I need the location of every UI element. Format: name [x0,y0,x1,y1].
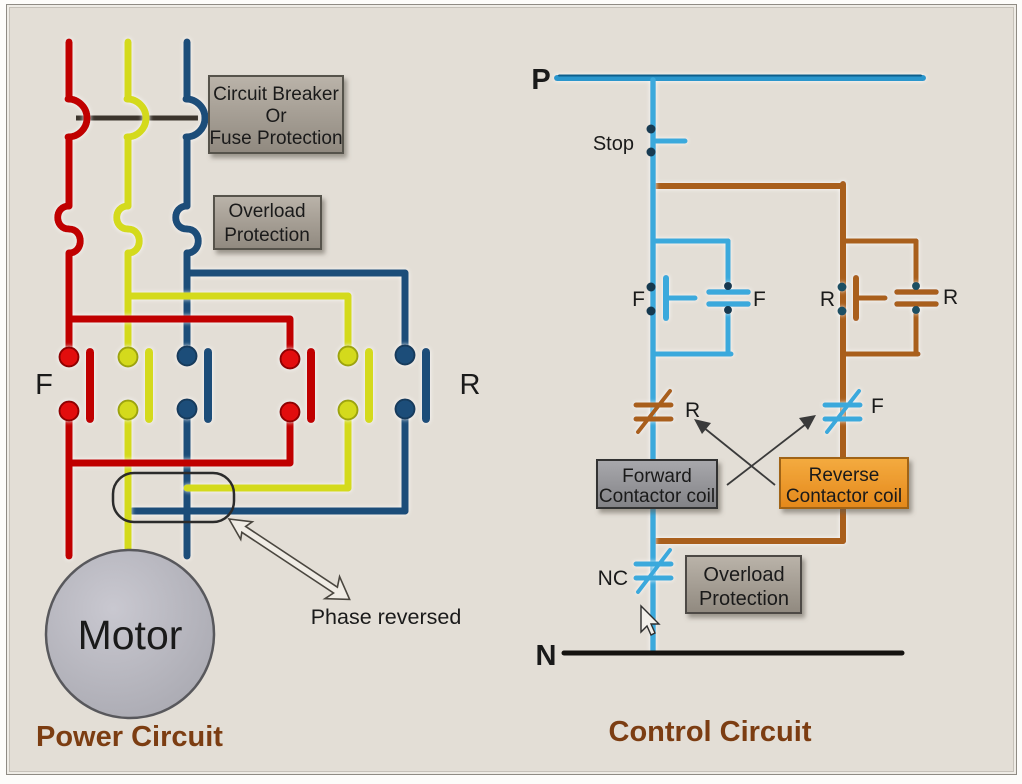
motor-label: Motor [78,612,183,658]
phase-rail-label: P [531,64,550,96]
control-overload-line1: Overload [703,564,784,586]
reverse-start-button [837,275,888,321]
phase-yellow-wires [113,38,352,555]
control-overload-line2: Protection [699,588,789,610]
control-circuit-title: Control Circuit [609,716,812,748]
reverse-coil-box: Reverse Contactor coil [779,457,909,509]
forward-aux-label: F [753,288,766,311]
reverse-interlock-label: R [685,399,700,422]
phase-reversed-highlight-outline [111,471,236,524]
phase-blue-wires [128,38,409,560]
breaker-box-line1: Circuit Breaker [213,84,339,105]
motor-symbol [44,548,216,720]
power-overload-line1: Overload [228,201,305,222]
overload-element-red [54,202,84,257]
arrowhead-right-icon [799,415,816,430]
reverse-coil-line1: Reverse [809,465,880,486]
breaker-info-box: Circuit Breaker Or Fuse Protection [208,75,344,154]
control-overload-info-box: Overload Protection [685,555,802,614]
neutral-rail-label: N [536,640,557,672]
stop-button-label: Stop [593,133,634,155]
reverse-start-label: R [820,288,835,311]
breaker-box-line3: Fuse Protection [209,128,342,149]
phase-reversed-caption: Phase reversed [311,605,462,629]
control-bus-wires [554,74,926,654]
arrowhead-left-icon [694,419,711,434]
forward-aux-contact [706,282,751,314]
power-circuit-title: Power Circuit [36,721,223,753]
power-circuit: F R Phase reversed Motor Circuit Breaker… [35,38,481,753]
reverse-aux-contact [894,282,939,314]
forward-interlock-label: F [871,395,884,418]
phase-reversed-arrow-icon [227,518,351,601]
reverse-contactor-label: R [460,369,481,401]
forward-start-button [646,282,656,316]
mouse-cursor-icon [640,604,661,636]
power-overload-info-box: Overload Protection [213,195,322,250]
overload-element-blue [172,202,202,257]
nc-overload-contact [633,548,674,594]
reverse-aux-label: R [943,286,958,309]
reverse-interlock-contact [633,389,674,434]
forward-coil-line1: Forward [622,466,692,487]
power-overload-line2: Protection [224,225,310,246]
reverse-contactor-contacts [279,344,430,423]
forward-coil-line2: Contactor coil [599,486,715,507]
forward-start-label: F [632,288,645,311]
stop-button-contact [646,124,656,157]
control-circuit: Stop F F R [531,64,958,748]
forward-contactor-label: F [35,369,53,401]
breaker-box-line2: Or [265,106,287,127]
interlock-pointer-arrows [694,415,816,486]
reverse-coil-line2: Contactor coil [786,486,902,507]
breaker-element-red [64,95,91,141]
nc-label: NC [598,567,628,590]
forward-coil-box: Forward Contactor coil [596,459,718,509]
overload-element-yellow [113,202,143,257]
forward-interlock-contact [822,389,863,434]
forward-contactor-contacts [58,345,212,423]
